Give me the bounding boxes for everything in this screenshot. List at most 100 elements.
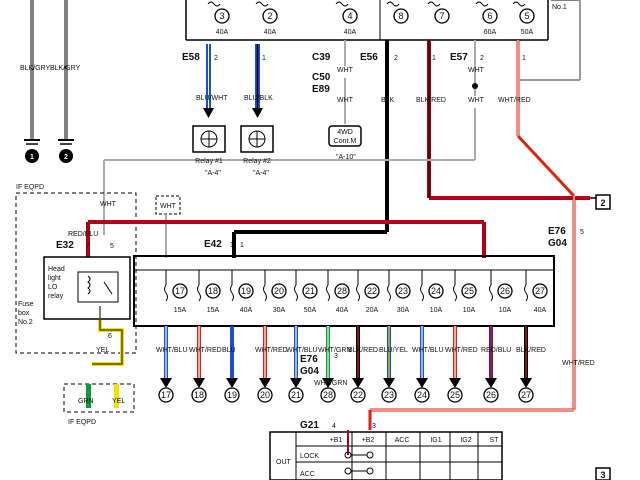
bottom-fuse-amperage: 10A (430, 307, 443, 314)
connector-e76-mid-label: E76 (300, 354, 318, 365)
bottom-terminal-number: 28 (323, 390, 333, 400)
bottom-fuse-amperage: 15A (174, 307, 187, 314)
bottom-fuse-number: 18 (208, 286, 218, 296)
wire-color-blk-red: BLK/RED (416, 97, 446, 104)
wire-color-blk-gry-1: BLK/GRY (20, 65, 51, 72)
top-fuse-number: 4 (347, 11, 352, 21)
bottom-fuse-amperage: 30A (397, 307, 410, 314)
connector-e89: E89 (312, 84, 330, 95)
top-fuse-8: 8 (386, 1, 409, 24)
connector-e56: E56 (360, 52, 378, 63)
bottom-fuse-number: 20 (274, 286, 284, 296)
ign-out-label: OUT (276, 459, 292, 466)
wire-color-wht-c50: WHT (337, 97, 354, 104)
connector-e56-pin: 2 (394, 55, 398, 62)
bottom-fuse-number: 19 (241, 286, 251, 296)
relay-1-ref: "A-4" (205, 170, 221, 177)
wire-color-grn: GRN (78, 398, 94, 405)
fuse-box-label-line3: No.2 (18, 319, 33, 326)
ground-1-label: 1 (30, 154, 34, 161)
bottom-wire-color: WHT/RED (255, 347, 288, 354)
connector-g04-right-label: G04 (548, 238, 567, 249)
wire-color-wht-c39: WHT (337, 67, 354, 74)
connector-g21-pin4: 4 (332, 423, 336, 430)
ign-row-lock: LOCK (300, 453, 319, 460)
bottom-fuse-number: 23 (398, 286, 408, 296)
off-page-ref-3: 3 (595, 467, 611, 480)
ground-symbol-1: 1 (24, 139, 40, 163)
connector-e32: E32 (56, 240, 74, 251)
bottom-wire-color: WHT/GRN (318, 347, 351, 354)
connector-e42-pin: 1 (230, 242, 234, 249)
bottom-terminal-number: 26 (486, 390, 496, 400)
if-eqpd-label-2: IF EQPD (68, 419, 96, 426)
relay-1-label: Relay #1 (195, 158, 223, 165)
top-fuse-5: 5 50A (512, 1, 535, 36)
ground-2-label: 2 (64, 154, 68, 161)
bottom-wire-color: BLK/RED (516, 347, 546, 354)
relay-label-line4: relay (48, 293, 64, 300)
ign-col-5: ST (490, 437, 500, 444)
bottom-fuse-number: 22 (367, 286, 377, 296)
top-fuse-number: 6 (487, 11, 492, 21)
cont-m-ref: "A-10" (336, 154, 356, 161)
bottom-fuse-amperage: 15A (207, 307, 220, 314)
wire-color-wht-e57: WHT (468, 67, 485, 74)
connector-e76-right-pin: 5 (580, 229, 584, 236)
bottom-wire-color: WHT/BLU (286, 347, 318, 354)
connector-pin6: 6 (108, 333, 112, 340)
bottom-terminal-number: 23 (384, 390, 394, 400)
off-page-ref-2: 2 (600, 198, 605, 208)
bottom-fuse-18: 18 15A WHT/RED 18 (189, 270, 222, 403)
ground-wires: BLK/GRY BLK/GRY 1 2 (20, 0, 81, 163)
fuse-box-label-line2: box (18, 310, 30, 317)
top-fuse-box: No.1 (185, 0, 581, 81)
wire-color-blk-gry-2: BLK/GRY (50, 65, 81, 72)
bottom-terminal-number: 19 (227, 390, 237, 400)
relay-2-ref: "A-4" (253, 170, 269, 177)
bottom-terminal-number: 20 (260, 390, 270, 400)
bottom-fuse-number: 21 (305, 286, 315, 296)
top-connectors: E58 2 1 C39 C50 E89 E56 2 1 E57 2 1 (182, 52, 526, 95)
bottom-wire-color: WHT/RED (445, 347, 478, 354)
bottom-fuse-number: 17 (175, 286, 185, 296)
top-fuse-number: 3 (219, 11, 224, 21)
ign-row-acc: ACC (300, 471, 315, 478)
bottom-fuse-number: 24 (431, 286, 441, 296)
fuse-box-no2-left: E32 7 5 Head light LO relay Fuse box No.… (18, 240, 135, 426)
bottom-fuse-amperage: 10A (463, 307, 476, 314)
top-fuse-number: 2 (267, 11, 272, 21)
top-fuse-number: 7 (439, 11, 444, 21)
bottom-wire-color: BLK/RED (348, 347, 378, 354)
wire-color-wht-e57b: WHT (468, 97, 485, 104)
bottom-terminal-number: 27 (521, 390, 531, 400)
connector-pin-1a: 1 (432, 55, 436, 62)
top-fuse-number: 5 (524, 11, 529, 21)
connector-e57-pin: 2 (480, 55, 484, 62)
wire-color-wht-red-right: WHT/RED (562, 360, 595, 367)
bottom-wire-color: RED/BLU (481, 347, 511, 354)
connector-e76-right: E76 5 G04 2 (548, 194, 611, 249)
corner-num: 3 (600, 470, 605, 480)
relay-2-label: Relay #2 (243, 158, 271, 165)
relay-2: Relay #2 "A-4" (240, 125, 274, 177)
bottom-wire-color: WHT/RED (189, 347, 222, 354)
wire-color-yel-2: YEL (112, 398, 125, 405)
if-eqpd-label: IF EQPD (16, 184, 44, 191)
fuse-box-no1-label: No.1 (552, 4, 567, 11)
bottom-terminal-number: 21 (291, 390, 301, 400)
bottom-terminal-number: 18 (194, 390, 204, 400)
connector-e76-mid-pin: 3 (334, 353, 338, 360)
top-fuse-amperage: 50A (521, 29, 534, 36)
top-fuse-amperage: 40A (216, 29, 229, 36)
fuse-box-label-line1: Fuse (18, 301, 34, 308)
connector-e42: E42 (204, 239, 222, 250)
connector-e57: E57 (450, 52, 468, 63)
